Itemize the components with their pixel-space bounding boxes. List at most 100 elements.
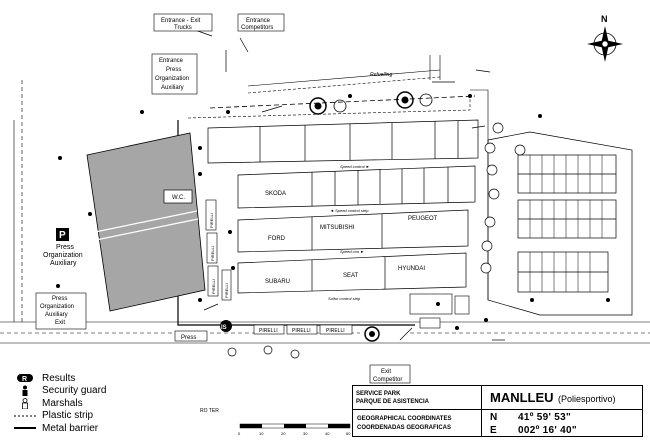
legend-results: R Results (14, 372, 164, 385)
svg-text:Entrance: Entrance (159, 58, 184, 64)
marshals (56, 94, 610, 330)
refuelling-label: Refuelling (370, 72, 392, 78)
entrance-press: Entrance Press Organization Auxiliary (151, 53, 198, 95)
parking-icon (56, 228, 69, 241)
svg-text:20: 20 (281, 431, 286, 436)
pirelli-board-label: PIRELLI (209, 213, 214, 228)
small-buildings (409, 293, 470, 329)
entrance-competitors: Entrance Competitors (237, 13, 285, 32)
svg-text:IS: IS (221, 325, 227, 331)
svg-text:Organization: Organization (155, 76, 189, 82)
pirelli-board-label: PIRELLI (211, 279, 216, 294)
press-strip-label: Press (181, 335, 196, 341)
svg-text:Speed control ►: Speed control ► (340, 164, 370, 169)
right-parking-slots (529, 155, 603, 292)
right-parking (487, 131, 633, 316)
coordinates-heading: GEOGRAPHICAL COORDINATES COORDENADAS GEO… (357, 416, 452, 431)
results-icon (364, 326, 380, 342)
entrance-exit-trucks: Entrance - Exit Trucks (153, 13, 213, 32)
svg-text:◄ Speed control strip: ◄ Speed control strip (330, 208, 369, 213)
wc-building: W.C. (163, 189, 193, 204)
svg-text:50: 50 (346, 431, 351, 436)
tank-icon (333, 99, 347, 113)
svg-text:0: 0 (238, 431, 241, 436)
svg-text:Entrance - Exit: Entrance - Exit (161, 18, 201, 24)
results-icon (220, 320, 232, 332)
team-subaru: SUBARU (265, 279, 290, 285)
svg-text:Competitors: Competitors (241, 25, 273, 31)
svg-text:Organization: Organization (43, 252, 83, 259)
wc-label: W.C. (172, 195, 185, 201)
title-box-left: SERVICE PARK PARQUE DE ASISTENCIA GEOGRA… (353, 386, 482, 436)
town-name: MANLLEU (Poliesportivo) (482, 386, 642, 410)
svg-text:Press: Press (56, 244, 74, 251)
pirelli-boards-vertical (205, 199, 232, 301)
service-park-heading: SERVICE PARK PARQUE DE ASISTENCIA (353, 386, 482, 410)
pirelli-board-label: PIRELLI (326, 328, 345, 334)
refuelling-area: Refuelling (309, 72, 433, 115)
svg-text:P: P (59, 230, 66, 241)
svg-text:Press: Press (166, 67, 181, 73)
scale-bar: 0 10 20 30 40 50 (238, 423, 351, 436)
team-peugeot: PEUGEOT (408, 216, 438, 222)
service-row-ford (237, 209, 469, 253)
team-ford: FORD (268, 236, 286, 242)
press-parking-aux: P Press Organization Auxiliary (43, 228, 83, 267)
legend-security-guard: Security guard (14, 385, 164, 398)
team-mitsubishi: MITSUBISHI (320, 225, 355, 231)
road-label: RO TER (200, 408, 219, 414)
svg-text:Speed con ►: Speed con ► (340, 249, 364, 254)
svg-text:10: 10 (259, 431, 264, 436)
pirelli-board-label: PIRELLI (292, 328, 311, 334)
service-row-subaru (237, 252, 467, 294)
compass-rose: N (587, 14, 623, 62)
svg-text:Auxiliary: Auxiliary (45, 312, 68, 318)
trees (227, 122, 526, 359)
tank-icon (419, 93, 433, 107)
results-icon: R (14, 373, 36, 384)
svg-text:Exit: Exit (55, 320, 65, 326)
svg-text:Press: Press (52, 296, 67, 302)
compass-north-label: N (601, 14, 608, 24)
service-row-skoda (237, 165, 476, 209)
pirelli-board-label: PIRELLI (210, 246, 215, 261)
press-area: Press IS (174, 320, 380, 342)
pirelli-board-label: PIRELLI (224, 283, 229, 298)
metal-barrier-icon (14, 423, 36, 434)
svg-text:Sulfur control strip: Sulfur control strip (328, 296, 361, 301)
svg-text:Auxiliary: Auxiliary (161, 85, 184, 91)
pirelli-boards-horizontal (253, 324, 353, 335)
press-parking (86, 132, 206, 312)
main-road (0, 321, 650, 344)
left-road (13, 80, 23, 322)
svg-text:30: 30 (303, 431, 308, 436)
legend-marshals: Marshals (14, 397, 164, 410)
title-box-right: MANLLEU (Poliesportivo) N 41º 59' 53" E … (482, 386, 642, 436)
security-guard-icon (14, 385, 36, 397)
flow-arrows (194, 29, 505, 341)
svg-text:Exit: Exit (381, 369, 391, 375)
svg-text:Organization: Organization (40, 304, 74, 310)
svg-text:R: R (22, 376, 27, 383)
legend-metal-barrier: Metal barrier (14, 422, 164, 435)
svg-text:Entrance: Entrance (246, 18, 271, 24)
svg-text:Auxiliary: Auxiliary (50, 260, 77, 267)
exit-press: Press Organization Auxiliary Exit (35, 292, 87, 330)
title-box: SERVICE PARK PARQUE DE ASISTENCIA GEOGRA… (352, 385, 643, 437)
map-legend: R Results Security guard Marshals Plasti… (14, 372, 164, 435)
team-skoda: SKODA (265, 191, 286, 197)
results-icon (396, 91, 414, 109)
plastic-strip-icon (14, 410, 36, 421)
results-icon (309, 97, 327, 115)
marshal-icon (14, 397, 36, 409)
pirelli-board-label: PIRELLI (259, 328, 278, 334)
team-hyundai: HYUNDAI (398, 266, 425, 272)
svg-text:Trucks: Trucks (174, 25, 192, 31)
svg-text:40: 40 (325, 431, 330, 436)
legend-plastic-strip: Plastic strip (14, 410, 164, 423)
svg-text:Competitor: Competitor (373, 377, 402, 383)
latitude-row: N 41º 59' 53" (490, 412, 571, 423)
exit-competitor: Exit Competitor (369, 364, 411, 384)
service-row-top (207, 119, 479, 164)
